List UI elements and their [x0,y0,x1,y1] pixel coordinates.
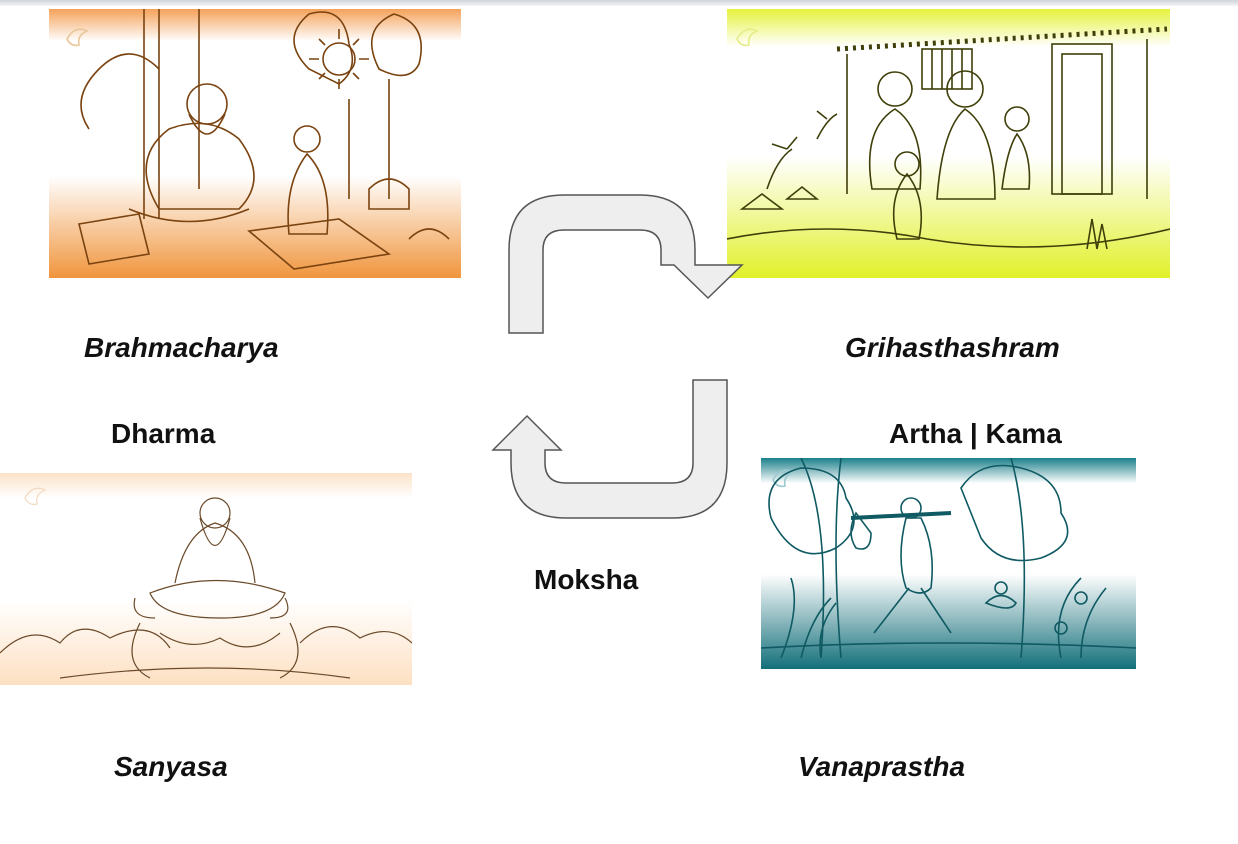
family-drawing [727,26,1170,250]
stage-label-vanaprastha: Vanaprastha [798,751,966,782]
top-border [0,0,1238,6]
grihasthashram-illustration [727,9,1170,278]
top-curved-arrow [508,194,744,334]
goal-label-dharma: Dharma [111,418,216,449]
stage-label-sanyasa: Sanyasa [114,751,228,782]
stage-label-brahmacharya: Brahmacharya [84,332,279,363]
vanaprastha-illustration [761,458,1136,669]
goal-label-moksha: Moksha [534,564,639,595]
brahmacharya-illustration [49,9,461,278]
guru-student-drawing [66,9,450,270]
goal-label-artha-kama: Artha | Kama [889,418,1062,449]
bottom-curved-arrow [491,379,728,519]
sage-drawing [0,487,412,679]
stage-label-grihasthashram: Grihasthashram [845,332,1060,363]
cycle-arrows [491,194,744,519]
sanyasa-illustration [0,473,412,685]
forest-walker-drawing [761,458,1136,659]
